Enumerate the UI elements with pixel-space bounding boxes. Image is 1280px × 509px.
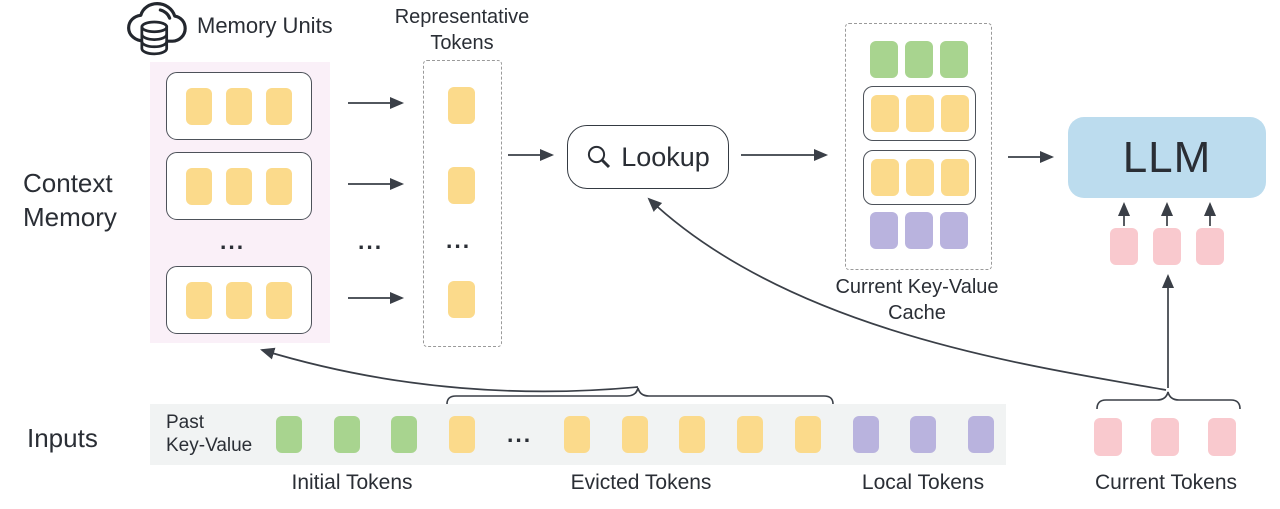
memory-token — [186, 281, 212, 319]
cache-memory-unit — [863, 86, 976, 141]
memory-unit — [166, 72, 312, 140]
memory-token — [266, 87, 292, 125]
cache-token — [940, 95, 969, 132]
past-kv-strip: Past Key-Value ... — [150, 404, 1006, 465]
evicted-token — [794, 416, 821, 453]
representative-token — [448, 87, 475, 124]
llm-block: LLM — [1068, 117, 1266, 198]
memory-token — [186, 167, 212, 205]
cache-token — [870, 159, 899, 196]
cache-token — [869, 41, 898, 78]
search-icon — [588, 145, 611, 169]
cache-token — [939, 212, 968, 249]
local-token — [852, 416, 879, 453]
current-token — [1153, 228, 1181, 265]
cache-token — [869, 212, 898, 249]
cache-token — [904, 212, 933, 249]
memory-token — [186, 87, 212, 125]
current-tokens-group — [1094, 418, 1236, 456]
initial-tokens-label: Initial Tokens — [291, 471, 413, 494]
evicted-token — [449, 416, 476, 453]
representative-token — [448, 167, 475, 204]
evicted-token — [621, 416, 648, 453]
arrows-ellipsis: ... — [358, 228, 384, 254]
lookup-module: Lookup — [567, 125, 729, 189]
cache-memory-unit — [863, 150, 976, 205]
initial-token — [391, 416, 418, 453]
llm-label: LLM — [1122, 132, 1212, 182]
initial-token — [333, 416, 360, 453]
current-token — [1196, 228, 1224, 265]
memory-token — [226, 87, 252, 125]
memory-token — [226, 167, 252, 205]
representative-token — [448, 281, 475, 318]
representative-ellipsis: ... — [446, 227, 472, 253]
memory-token — [266, 281, 292, 319]
evicted-tokens-label: Evicted Tokens — [570, 471, 712, 494]
evicted-token — [737, 416, 764, 453]
cache-token — [904, 41, 933, 78]
local-tokens-label: Local Tokens — [861, 471, 985, 494]
local-token — [910, 416, 937, 453]
cache-row-local — [846, 212, 991, 249]
inputs-title: Inputs — [27, 423, 98, 453]
representative-tokens-caption: Representative Tokens — [394, 6, 530, 54]
context-memory-panel: ... — [150, 62, 330, 343]
memory-ellipsis: ... — [220, 228, 246, 254]
memory-token — [226, 281, 252, 319]
strip-ellipsis: ... — [506, 421, 533, 447]
past-kv-label: Past Key-Value — [166, 412, 253, 456]
context-memory-title: Context Memory — [23, 168, 117, 233]
cache-token — [870, 95, 899, 132]
current-token — [1094, 418, 1122, 456]
arrow-evicted-to-memory — [260, 347, 639, 393]
evicted-token — [563, 416, 590, 453]
memory-unit — [166, 266, 312, 334]
cache-token — [905, 159, 934, 196]
memory-token — [266, 167, 292, 205]
current-kv-cache-box — [845, 23, 992, 270]
cache-row-initial — [846, 41, 991, 78]
past-kv-tokens: ... — [276, 416, 994, 453]
initial-token — [276, 416, 302, 453]
current-token — [1110, 228, 1138, 265]
llm-input-tokens — [1110, 228, 1224, 265]
evicted-token — [679, 416, 706, 453]
memory-units-caption: Memory Units — [197, 13, 333, 38]
lookup-label: Lookup — [621, 141, 710, 172]
cache-token — [939, 41, 968, 78]
current-token — [1208, 418, 1236, 456]
memory-unit — [166, 152, 312, 220]
current-tokens-label: Current Tokens — [1094, 471, 1238, 494]
cloud-database-icon — [127, 2, 187, 56]
current-token — [1151, 418, 1179, 456]
evicted-tokens-brace — [446, 387, 834, 405]
representative-tokens-box: ... — [423, 60, 502, 347]
cache-token — [940, 159, 969, 196]
cache-token — [905, 95, 934, 132]
current-tokens-brace — [1096, 391, 1241, 410]
current-kv-cache-caption: Current Key-Value Cache — [835, 276, 999, 324]
local-token — [967, 416, 994, 453]
